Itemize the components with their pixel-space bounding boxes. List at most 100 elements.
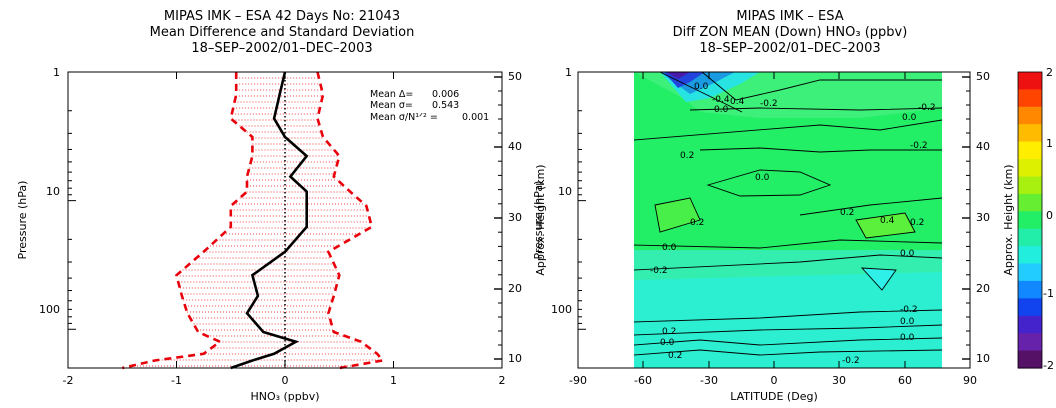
left-xtick-label: 1: [390, 374, 397, 387]
colorbar-swatch: [1018, 193, 1042, 212]
right-y2tick-label: 10: [976, 352, 990, 365]
contour-label: 0.2: [662, 327, 676, 337]
left-mean-line: [230, 71, 309, 370]
colorbar-tick-label: -2: [1043, 359, 1054, 372]
contour-label: 0.0: [755, 173, 770, 183]
colorbar-swatch: [1018, 176, 1042, 195]
right-y2-axis-label: Approx. Height (km): [1002, 164, 1015, 275]
left-y2-axis-label: Approx. Height (km): [534, 164, 547, 275]
right-x-axis-label: LATITUDE (Deg): [730, 390, 818, 403]
right-y2tick-label: 30: [976, 211, 990, 224]
colorbar-swatch: [1018, 298, 1042, 317]
contour-lines: [633, 71, 943, 356]
left-ytick-label: 10: [46, 185, 60, 198]
contour-label: 0.0: [714, 105, 729, 115]
right-xtick-label: 30: [832, 374, 846, 387]
left-y2tick-label: 20: [508, 282, 522, 295]
contour-label: 0.0: [694, 82, 709, 92]
left-ticks: [67, 71, 503, 369]
contour-label: 0.0: [900, 333, 915, 343]
right-xtick-label: -60: [634, 374, 652, 387]
colorbar-frame: [1017, 71, 1043, 369]
left-xtick-label: 0: [282, 374, 289, 387]
right-y2tick-label: 40: [976, 140, 990, 153]
left-y2tick-label: 10: [508, 352, 522, 365]
right-y2tick-label: 20: [976, 282, 990, 295]
contour-label: -0.2: [650, 266, 668, 276]
right-ytick-label: 1: [565, 66, 572, 79]
annotation-sigma-over-n-value: 0.001: [462, 112, 489, 123]
annotation-mean-delta-value: 0.006: [432, 89, 459, 100]
left-x-axis-label: HNO₃ (ppbv): [250, 390, 319, 403]
left-sd-plus-line: [316, 71, 385, 370]
colorbar-swatch: [1018, 280, 1042, 299]
left-xtick-label: -2: [63, 374, 74, 387]
contour-label: 0.0: [900, 249, 915, 259]
right-xtick-label: -90: [569, 374, 587, 387]
colorbar-swatch: [1018, 124, 1042, 143]
contour-label: -0.2: [760, 99, 778, 109]
colorbar-swatch: [1018, 263, 1042, 282]
left-sd-minus-line: [122, 72, 254, 370]
right-xtick-label: 0: [771, 374, 778, 387]
contour-label: 0.0: [660, 338, 675, 348]
colorbar-swatch: [1018, 159, 1042, 178]
annotation-mean-sigma-label: Mean σ=: [370, 100, 413, 111]
contour-label: 0.0: [900, 317, 915, 327]
colorbar-tick-label: 2: [1046, 66, 1053, 79]
colorbar-swatch: [1018, 89, 1042, 108]
right-xtick-label: 90: [963, 374, 977, 387]
contour-label: 0.2: [668, 351, 682, 361]
colorbar-swatch: [1018, 141, 1042, 160]
contour-label: 0.4: [730, 97, 745, 107]
colorbar: [1017, 71, 1043, 369]
contour-label: 0.2: [690, 218, 704, 228]
annotation-sigma-over-n-label: Mean σ/N¹ᐟ² =: [370, 112, 438, 123]
left-y2tick-label: 40: [508, 140, 522, 153]
left-title-line-1: MIPAS IMK – ESA 42 Days No: 21043: [164, 9, 400, 24]
colorbar-swatch: [1018, 315, 1042, 334]
left-title-line-3: 18–SEP–2002/01–DEC–2003: [191, 41, 372, 56]
contour-fill: [634, 72, 942, 368]
colorbar-tick-label: -1: [1043, 287, 1054, 300]
colorbar-swatch: [1018, 350, 1042, 369]
contour-label: -0.2: [910, 141, 928, 151]
right-ytick-label: 10: [558, 185, 572, 198]
colorbar-swatch: [1018, 333, 1042, 352]
colorbar-swatch: [1018, 246, 1042, 265]
contour-label: 0.4: [880, 216, 895, 226]
annotation-mean-delta-label: Mean Δ=: [370, 89, 413, 100]
colorbar-tick-label: 0: [1046, 209, 1053, 222]
colorbar-swatch: [1018, 106, 1042, 125]
left-xtick-label: -1: [171, 374, 182, 387]
left-chart: MIPAS IMK – ESA 42 Days No: 21043 Mean D…: [16, 9, 547, 403]
contour-label: 0.0: [662, 243, 677, 253]
colorbar-swatch: [1018, 211, 1042, 230]
contour-label: -0.2: [918, 103, 936, 113]
contour-label: 0.2: [680, 151, 694, 161]
left-y2tick-label: 30: [508, 211, 522, 224]
colorbar-swatch: [1018, 228, 1042, 247]
right-title-line-2: Diff ZON MEAN (Down) HNO₃ (ppbv): [673, 25, 908, 40]
left-y-axis-label: Pressure (hPa): [16, 181, 29, 260]
left-dotted-fill-lines: [130, 77, 383, 367]
right-ticks: [577, 71, 971, 369]
contour-label: 0.2: [840, 208, 854, 218]
annotation-mean-sigma-value: 0.543: [432, 100, 459, 111]
contour-label: -0.2: [900, 305, 918, 315]
contour-labels: 0.0 -0.4 0.4 -0.2 0.0 0.0 -0.2 0.2 -0.2 …: [650, 82, 936, 366]
contour-label: -0.2: [842, 356, 860, 366]
right-title-line-3: 18–SEP–2002/01–DEC–2003: [699, 41, 880, 56]
right-xtick-label: 60: [898, 374, 912, 387]
right-chart: MIPAS IMK – ESA Diff ZON MEAN (Down) HNO…: [532, 9, 1054, 403]
right-y-axis-label: Pressure (hPa): [532, 181, 545, 260]
right-title-line-1: MIPAS IMK – ESA: [736, 9, 843, 24]
contour-label: 0.0: [902, 113, 917, 123]
right-xtick-label: -30: [700, 374, 718, 387]
left-xtick-label: 2: [499, 374, 506, 387]
contour-label: 0.2: [910, 218, 924, 228]
right-ytick-label: 100: [551, 303, 572, 316]
left-y2tick-label: 50: [508, 70, 522, 83]
left-ytick-label: 1: [53, 66, 60, 79]
